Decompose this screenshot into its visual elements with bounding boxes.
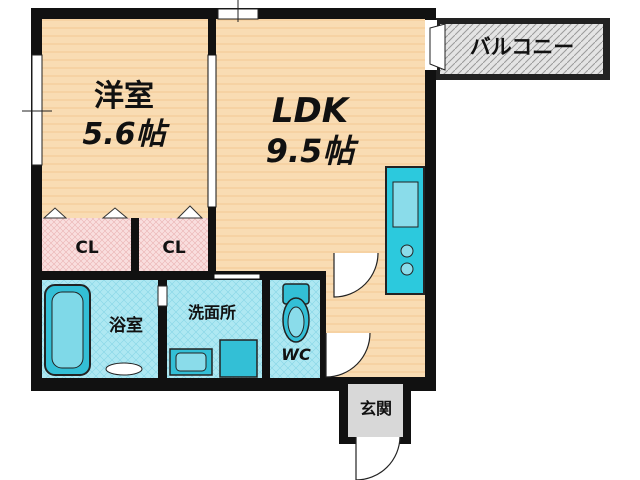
vanity-basin — [175, 352, 207, 372]
washer-space — [219, 339, 258, 378]
closet-left-label: CL — [75, 238, 98, 258]
room-size-western: 5.6帖 — [82, 117, 170, 152]
closet-right — [139, 218, 208, 271]
balcony: バルコニー — [428, 18, 610, 80]
toilet-fixture — [282, 283, 310, 343]
toilet-label: WC — [281, 345, 311, 364]
bathroom-label: 浴室 — [109, 315, 143, 336]
entrance — [339, 384, 411, 444]
closet-left — [42, 218, 131, 271]
window-west — [22, 54, 52, 166]
western-room-floor — [42, 19, 208, 219]
entrance-label: 玄関 — [360, 399, 392, 418]
kitchen-counter — [385, 166, 425, 295]
door-washroom — [157, 285, 168, 307]
balcony-label: バルコニー — [470, 35, 575, 59]
room-size-ldk: 9.5帖 — [266, 132, 360, 170]
washroom-label: 洗面所 — [188, 303, 236, 322]
closet-right-label: CL — [162, 238, 185, 258]
room-name-ldk: LDK — [272, 91, 351, 131]
bath-drain — [105, 362, 143, 376]
window-top — [217, 0, 259, 22]
room-name-western: 洋室 — [94, 79, 154, 114]
bathtub — [44, 284, 91, 376]
balcony-door — [425, 20, 446, 71]
